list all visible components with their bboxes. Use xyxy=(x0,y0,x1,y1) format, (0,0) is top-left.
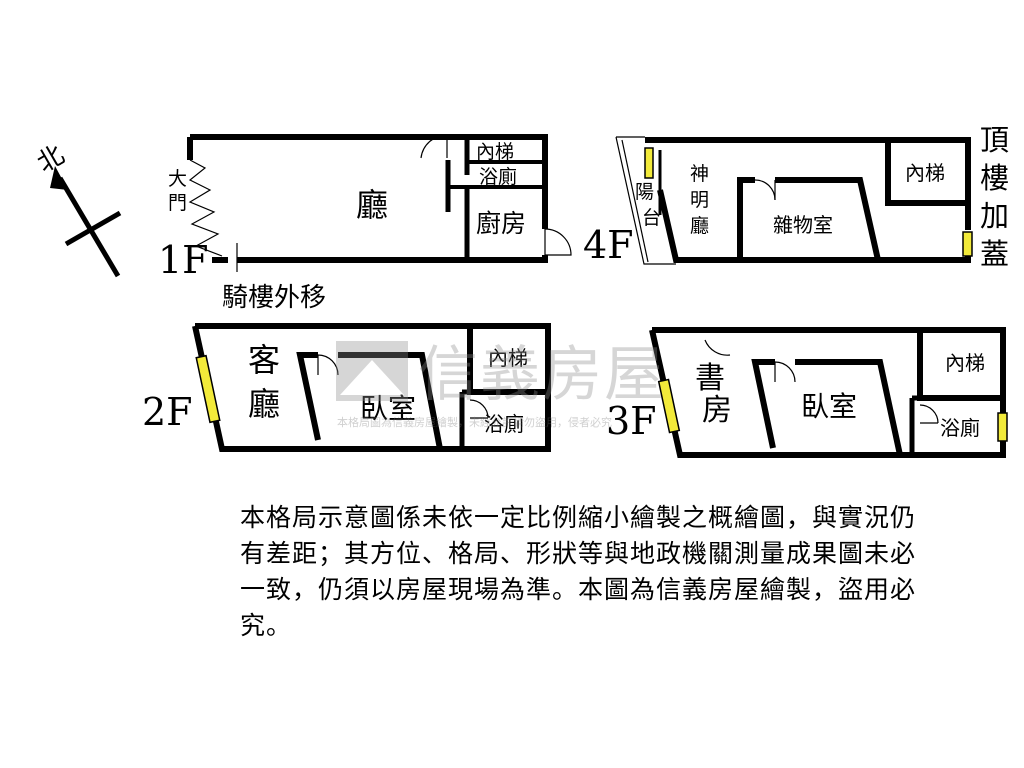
rooftop-char-4: 蓋 xyxy=(980,237,1009,271)
room-storage-4f: 雜物室 xyxy=(773,213,833,237)
balcony-label-4f: 陽 台 xyxy=(635,181,661,229)
floor-1f: 廳 內梯 浴廁 廚房 大 門 1F 騎樓外移 xyxy=(158,134,572,313)
balcony-char-2: 台 xyxy=(642,207,661,229)
shrine-char-1: 神 xyxy=(690,163,709,185)
floor-label-1f: 1F xyxy=(158,238,209,282)
room-kitchen-1f: 廚房 xyxy=(476,209,526,238)
floor-label-4f: 4F xyxy=(583,223,634,267)
study-char-2: 房 xyxy=(702,393,732,428)
north-label: 北 xyxy=(32,140,70,179)
living-char-2: 廳 xyxy=(248,385,280,423)
rooftop-label: 頂 樓 加 蓋 xyxy=(980,123,1018,271)
gate-label-1f: 大 門 xyxy=(168,168,193,214)
brand-logo-mark xyxy=(336,341,408,401)
shrine-label-4f: 神 明 廳 xyxy=(690,163,715,237)
north-compass: 北 xyxy=(32,140,122,278)
room-stair-2f: 內梯 xyxy=(488,346,528,370)
watermark-brand: 信義房屋 xyxy=(418,340,666,410)
living-char-1: 客 xyxy=(248,341,280,379)
balcony-char-1: 陽 xyxy=(635,181,654,203)
floor-label-3f: 3F xyxy=(606,399,657,443)
room-stair-4f: 內梯 xyxy=(905,161,945,185)
rooftop-char-1: 頂 xyxy=(980,123,1009,157)
floor-4f: 神 明 廳 陽 台 雜物室 內梯 4F 頂 樓 加 蓋 xyxy=(583,123,1018,271)
study-char-1: 書 xyxy=(695,361,725,396)
window-2f-west xyxy=(195,354,221,424)
shrine-char-3: 廳 xyxy=(690,215,709,237)
window-3f-west xyxy=(657,378,681,434)
room-bath-3f: 浴廁 xyxy=(940,416,980,440)
watermark-subtitle: 本格局圖為信義房屋繪製，未經允許請勿盜用，侵者必究 xyxy=(337,415,612,429)
gate-text-char: 門 xyxy=(168,192,187,214)
room-bath-1f: 浴廁 xyxy=(479,165,517,188)
study-label-3f: 書 房 xyxy=(695,361,735,428)
room-bedroom-3f: 臥室 xyxy=(801,390,857,423)
window-4f-east xyxy=(962,231,973,257)
living-label-2f: 客 廳 xyxy=(248,341,290,423)
watermark: 信義房屋 本格局圖為信義房屋繪製，未經允許請勿盜用，侵者必究 xyxy=(336,340,666,429)
window-4f-west xyxy=(644,147,654,179)
window-3f-east xyxy=(997,412,1008,442)
rooftop-char-2: 樓 xyxy=(980,161,1009,195)
room-stair-1f: 內梯 xyxy=(476,141,514,163)
room-stair-3f: 內梯 xyxy=(945,351,985,375)
room-hall-1f: 廳 xyxy=(356,186,388,224)
disclaimer-text: 本格局示意圖係未依一定比例縮小繪製之概繪圖，與實況仍有差距；其方位、格局、形狀等… xyxy=(240,503,917,640)
room-bath-2f: 浴廁 xyxy=(484,412,524,436)
arcade-note-1f: 騎樓外移 xyxy=(222,283,326,313)
floor-3f: 書 房 臥室 內梯 浴廁 3F xyxy=(606,327,1008,458)
rooftop-char-3: 加 xyxy=(980,199,1009,233)
floor-label-2f: 2F xyxy=(142,390,193,434)
room-bedroom-2f: 臥室 xyxy=(360,392,416,425)
floor-2f: 客 廳 臥室 內梯 浴廁 2F xyxy=(142,323,551,452)
gate-text: 大 xyxy=(168,168,187,190)
shrine-char-2: 明 xyxy=(690,189,709,211)
